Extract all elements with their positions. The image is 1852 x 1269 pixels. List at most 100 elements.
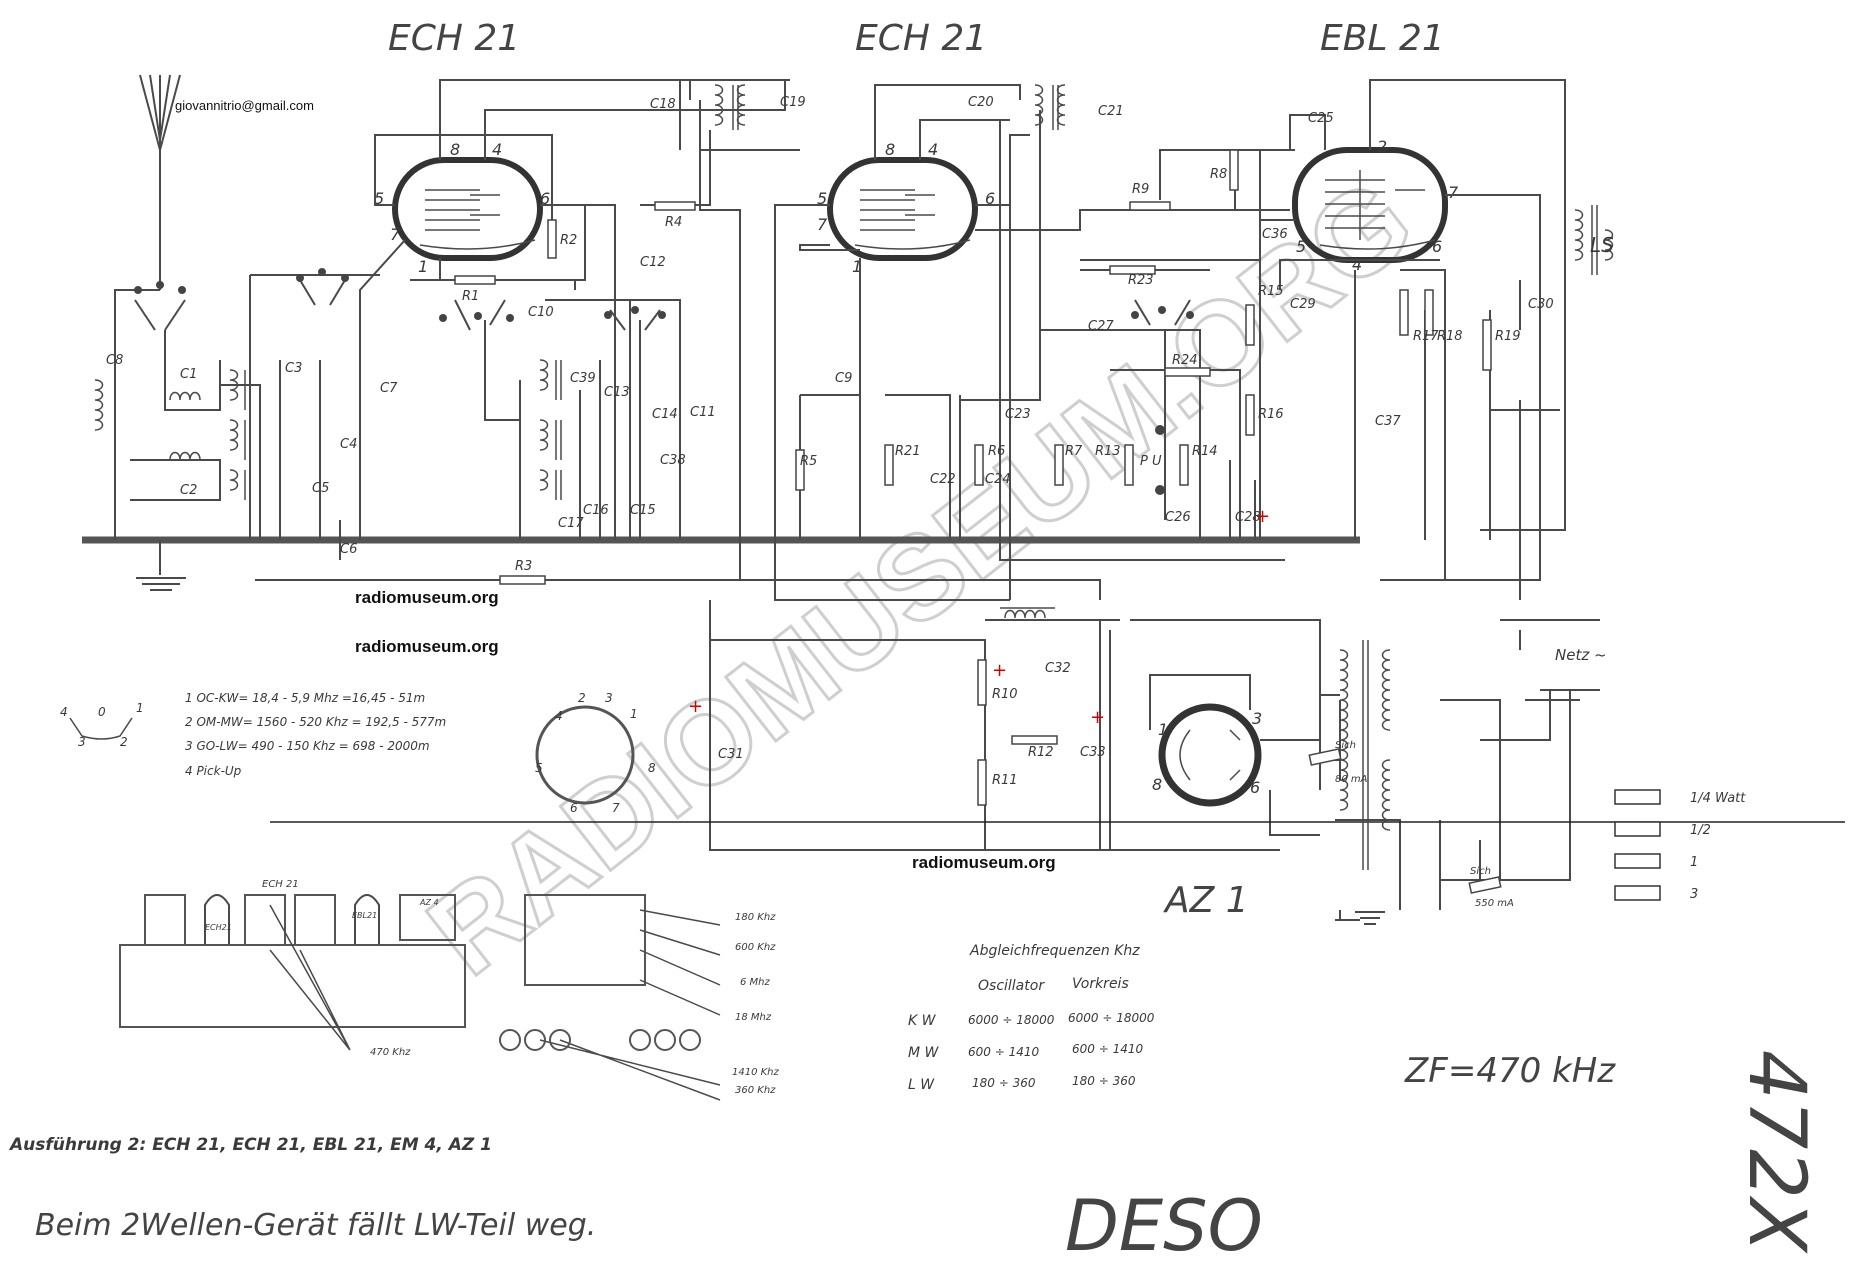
brand-label: DESO <box>1065 1185 1263 1267</box>
tube-label-ech21-if: ECH 21 <box>855 18 987 59</box>
svg-text:R12: R12 <box>1028 745 1054 760</box>
tube-ech21-mixer <box>392 157 543 261</box>
svg-text:P U: P U <box>1140 454 1162 469</box>
svg-text:2 OM-MW= 1560 - 520 Khz = 192: 2 OM-MW= 1560 - 520 Khz = 192,5 - 577m <box>185 715 446 729</box>
svg-text:C22: C22 <box>930 472 956 487</box>
svg-text:C30: C30 <box>1528 297 1554 312</box>
svg-text:6000 ÷ 18000: 6000 ÷ 18000 <box>968 1013 1055 1027</box>
svg-text:Sich: Sich <box>1470 866 1491 877</box>
svg-text:6: 6 <box>1432 237 1442 256</box>
svg-text:Vorkreis: Vorkreis <box>1072 976 1129 992</box>
svg-text:4: 4 <box>555 709 563 723</box>
svg-text:C33: C33 <box>1080 745 1106 760</box>
svg-text:C24: C24 <box>985 472 1011 487</box>
svg-text:18 Mhz: 18 Mhz <box>735 1012 772 1023</box>
version-note: Ausführung 2: ECH 21, ECH 21, EBL 21, EM… <box>8 1135 492 1155</box>
svg-text:R1: R1 <box>462 289 479 304</box>
svg-text:R18: R18 <box>1437 329 1463 344</box>
svg-text:6: 6 <box>1250 778 1260 797</box>
electrolytic-polarity-marks: + + + + <box>688 506 1270 728</box>
svg-text:1: 1 <box>418 257 428 276</box>
website-label-1: radiomuseum.org <box>355 588 499 607</box>
resistor-symbols <box>454 149 1502 894</box>
two-band-note: Beim 2Wellen-Gerät fällt LW-Teil weg. <box>35 1208 596 1243</box>
svg-text:C37: C37 <box>1375 414 1401 429</box>
tube-az1-rectifier <box>1158 703 1262 807</box>
svg-text:4: 4 <box>60 705 68 719</box>
svg-text:8: 8 <box>885 140 895 159</box>
svg-text:5: 5 <box>817 189 827 208</box>
svg-text:1: 1 <box>852 257 862 276</box>
svg-text:R15: R15 <box>1258 284 1284 299</box>
svg-text:K W: K W <box>908 1013 937 1029</box>
svg-text:R6: R6 <box>988 444 1005 459</box>
svg-text:6: 6 <box>570 801 578 815</box>
svg-text:8: 8 <box>450 140 460 159</box>
svg-text:+: + <box>992 660 1007 681</box>
svg-text:550 mA: 550 mA <box>1475 898 1514 909</box>
svg-text:C6: C6 <box>340 542 357 557</box>
chassis-layout-drawing: ECH 21 ECH21 EBL21 AZ 4 470 Khz 180 Khz … <box>119 879 780 1101</box>
svg-text:ECH 21: ECH 21 <box>262 879 299 890</box>
svg-text:6 Mhz: 6 Mhz <box>740 977 771 988</box>
svg-text:C15: C15 <box>630 503 656 518</box>
svg-text:R19: R19 <box>1495 329 1521 344</box>
svg-text:R5: R5 <box>800 454 817 469</box>
svg-text:1: 1 <box>1690 855 1698 870</box>
svg-text:0: 0 <box>98 705 106 719</box>
svg-text:Oscillator: Oscillator <box>978 978 1045 994</box>
svg-text:C38: C38 <box>660 453 686 468</box>
resistor-wattage-legend: 1/4 Watt 1/2 1 3 <box>1614 789 1746 902</box>
svg-text:R13: R13 <box>1095 444 1121 459</box>
svg-text:+: + <box>1255 506 1270 527</box>
svg-text:C21: C21 <box>1098 104 1124 119</box>
svg-text:C32: C32 <box>1045 661 1071 676</box>
svg-text:180 ÷ 360: 180 ÷ 360 <box>972 1076 1036 1090</box>
website-label-2: radiomuseum.org <box>355 637 499 656</box>
svg-text:C18: C18 <box>650 97 676 112</box>
svg-text:C5: C5 <box>312 481 329 496</box>
svg-text:C27: C27 <box>1088 319 1114 334</box>
tube-label-ech21-mixer: ECH 21 <box>388 18 520 59</box>
svg-text:1/4 Watt: 1/4 Watt <box>1690 791 1746 806</box>
svg-text:1: 1 <box>136 701 144 715</box>
antenna <box>139 74 181 290</box>
svg-text:R23: R23 <box>1128 273 1154 288</box>
svg-text:4: 4 <box>1352 255 1362 274</box>
svg-text:5: 5 <box>374 189 384 208</box>
svg-text:600 ÷ 1410: 600 ÷ 1410 <box>1072 1042 1143 1056</box>
svg-text:C3: C3 <box>285 361 302 376</box>
svg-text:ECH21: ECH21 <box>205 923 232 932</box>
svg-text:8: 8 <box>1152 775 1162 794</box>
model-label: 472X <box>1731 1050 1821 1254</box>
svg-text:C14: C14 <box>652 407 678 422</box>
svg-text:6000 ÷ 18000: 6000 ÷ 18000 <box>1068 1011 1155 1025</box>
tube-ech21-if <box>827 157 978 261</box>
website-label-3: radiomuseum.org <box>912 853 1056 872</box>
svg-text:470 Khz: 470 Khz <box>370 1047 411 1058</box>
svg-text:R9: R9 <box>1132 182 1149 197</box>
svg-text:C12: C12 <box>640 255 666 270</box>
svg-text:7: 7 <box>612 801 620 815</box>
alignment-table: Abgleichfrequenzen Khz Oscillator Vorkre… <box>908 943 1155 1093</box>
svg-text:6: 6 <box>540 189 550 208</box>
svg-text:C7: C7 <box>380 381 398 396</box>
tube-label-az1: AZ 1 <box>1163 880 1249 921</box>
svg-text:C39: C39 <box>570 371 596 386</box>
svg-text:EBL21: EBL21 <box>352 911 377 920</box>
svg-text:1: 1 <box>1158 720 1168 739</box>
svg-text:R17: R17 <box>1413 329 1439 344</box>
svg-text:C23: C23 <box>1005 407 1031 422</box>
svg-text:C2: C2 <box>180 483 197 498</box>
svg-text:80 mA: 80 mA <box>1335 774 1368 785</box>
mains-label: Netz ~ <box>1555 646 1607 664</box>
svg-text:C19: C19 <box>780 95 806 110</box>
svg-text:C8: C8 <box>106 353 123 368</box>
svg-text:+: + <box>688 696 703 717</box>
svg-text:R4: R4 <box>665 215 682 230</box>
svg-text:C10: C10 <box>528 305 554 320</box>
svg-text:R24: R24 <box>1172 353 1198 368</box>
svg-text:C16: C16 <box>583 503 609 518</box>
band-legend: 4 0 1 3 2 1 OC-KW= 18,4 - 5,9 Mhz =16,45… <box>60 691 446 778</box>
